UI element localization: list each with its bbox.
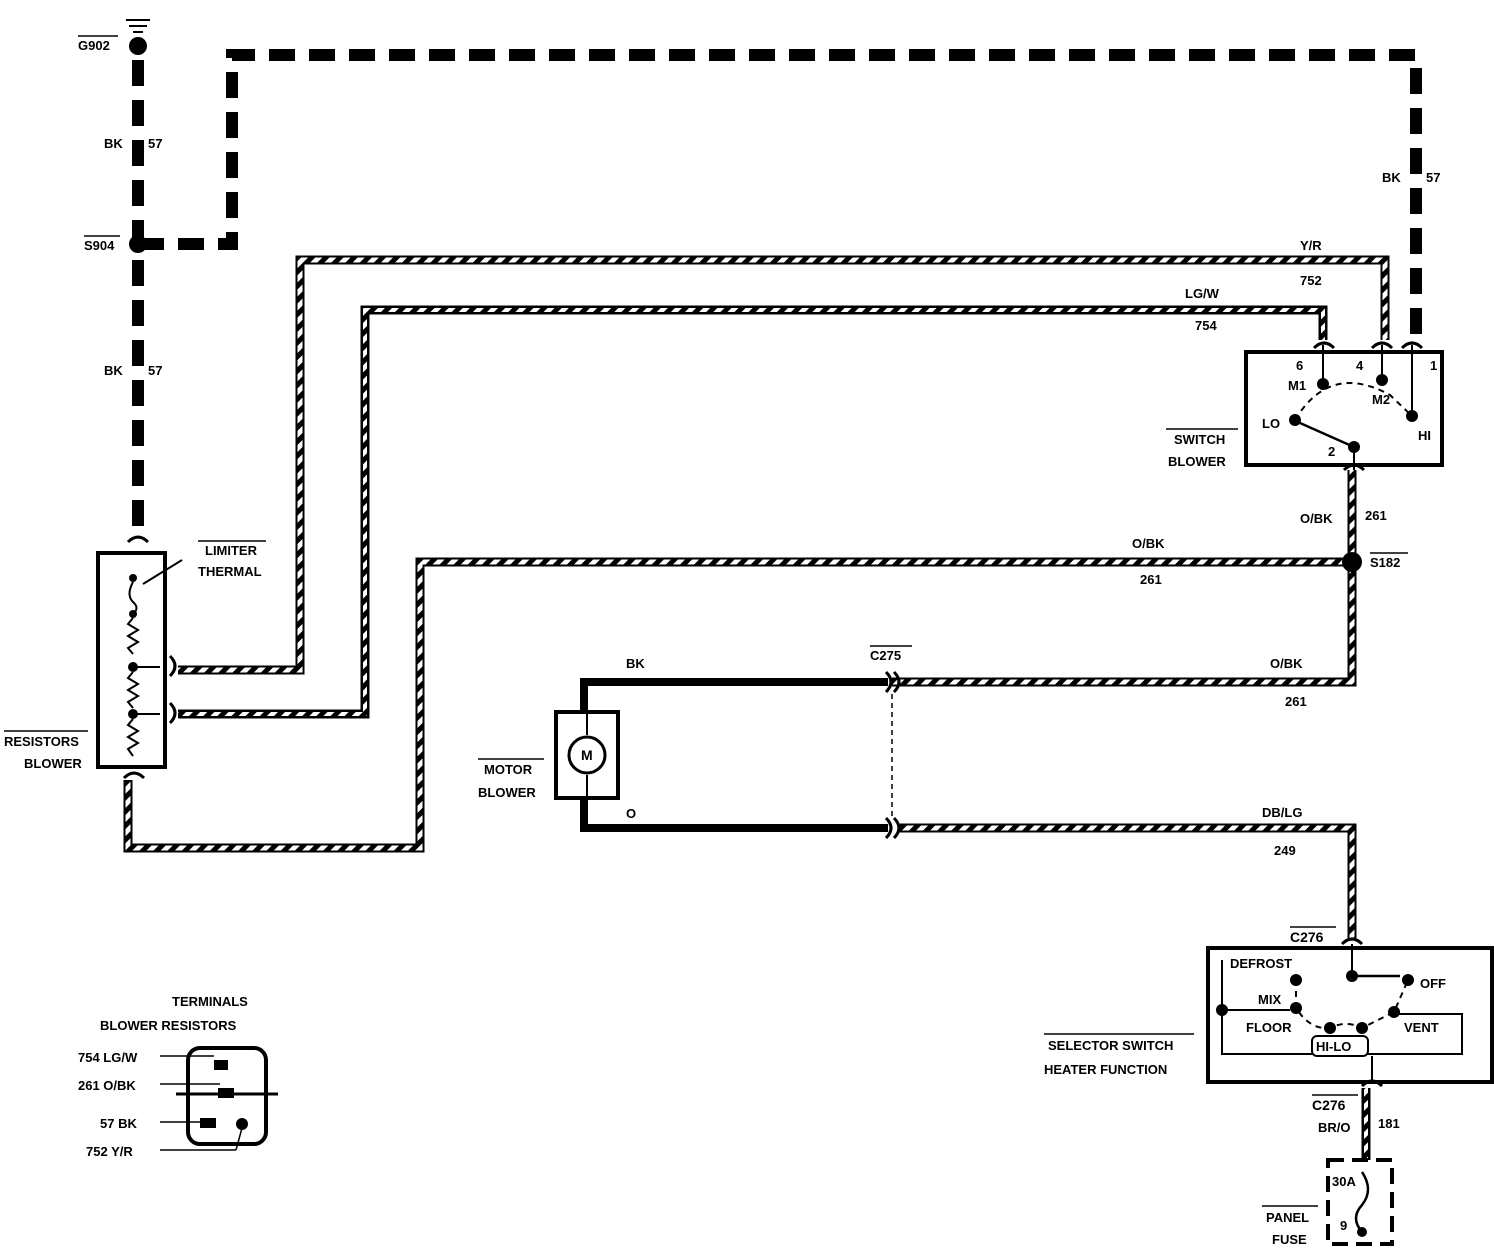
splice-s904 bbox=[129, 235, 147, 253]
wire-motor-ground bbox=[580, 678, 888, 712]
blower-switch-label-2: SWITCH bbox=[1174, 432, 1225, 447]
heater-switch-label-1: HEATER FUNCTION bbox=[1044, 1062, 1167, 1077]
splice-s182-label: S182 bbox=[1370, 555, 1400, 570]
connector-c275-label: C275 bbox=[870, 648, 901, 663]
connector-c276-bottom-label: C276 bbox=[1312, 1097, 1346, 1113]
splice-dot bbox=[129, 37, 147, 55]
terminals-inset bbox=[160, 1046, 278, 1151]
blower-switch bbox=[1244, 341, 1444, 472]
wire-57-right-label: 57 BK bbox=[1382, 170, 1440, 185]
svg-text:HI-LO: HI-LO bbox=[1316, 1039, 1351, 1054]
svg-text:249: 249 bbox=[1274, 843, 1296, 858]
svg-text:O/BK: O/BK bbox=[1300, 511, 1333, 526]
fuse-rating: 30A bbox=[1332, 1174, 1356, 1189]
blower-resistors-label-2: RESISTORS bbox=[4, 734, 79, 749]
wire-754 bbox=[178, 305, 1328, 719]
svg-text:LO: LO bbox=[1262, 416, 1280, 431]
svg-text:Y/R: Y/R bbox=[1300, 238, 1322, 253]
svg-text:752: 752 bbox=[1300, 273, 1322, 288]
wire-752-label: Y/R 752 bbox=[1300, 238, 1322, 288]
svg-text:M: M bbox=[581, 747, 593, 763]
wire-261-switch-label: 261 O/BK bbox=[1300, 508, 1387, 526]
svg-text:261: 261 bbox=[1140, 572, 1162, 587]
svg-text:M2: M2 bbox=[1372, 392, 1390, 407]
wire-181-label: 181 BR/O bbox=[1318, 1116, 1400, 1135]
svg-text:DEFROST: DEFROST bbox=[1230, 956, 1292, 971]
svg-text:752 Y/R: 752 Y/R bbox=[86, 1144, 133, 1159]
blower-motor-label-2: MOTOR bbox=[484, 762, 533, 777]
ground-g902-label: G902 bbox=[78, 38, 110, 53]
wire-249-label: DB/LG 249 bbox=[1262, 805, 1302, 858]
svg-text:LG/W: LG/W bbox=[1185, 286, 1220, 301]
heater-function-switch bbox=[1206, 937, 1494, 1088]
fuse-number: 9 bbox=[1340, 1218, 1347, 1233]
splice-s904-label: S904 bbox=[84, 238, 115, 253]
heater-switch-label-2: SELECTOR SWITCH bbox=[1048, 1038, 1173, 1053]
svg-text:VENT: VENT bbox=[1404, 1020, 1439, 1035]
svg-text:BK: BK bbox=[104, 136, 123, 151]
fuse-panel-label-1: FUSE bbox=[1272, 1232, 1307, 1247]
ground-wiring bbox=[132, 49, 1422, 540]
heater-switch-positions: DEFROST OFF MIX FLOOR VENT HI-LO bbox=[1230, 956, 1446, 1054]
svg-text:DB/LG: DB/LG bbox=[1262, 805, 1302, 820]
blower-switch-label-1: BLOWER bbox=[1168, 454, 1226, 469]
svg-text:M1: M1 bbox=[1288, 378, 1306, 393]
svg-text:1: 1 bbox=[1430, 358, 1437, 373]
wire-motor-feed-label: O bbox=[626, 806, 636, 821]
svg-text:O/BK: O/BK bbox=[1132, 536, 1165, 551]
blower-motor: M bbox=[554, 710, 620, 800]
svg-text:261 O/BK: 261 O/BK bbox=[78, 1078, 136, 1093]
terminals-title-2: TERMINALS bbox=[172, 994, 248, 1009]
blower-motor-label-1: BLOWER bbox=[478, 785, 536, 800]
svg-text:BR/O: BR/O bbox=[1318, 1120, 1351, 1135]
splice-s182 bbox=[1342, 552, 1362, 572]
svg-text:OFF: OFF bbox=[1420, 976, 1446, 991]
wire-motor-feed bbox=[580, 798, 888, 832]
svg-text:FLOOR: FLOOR bbox=[1246, 1020, 1292, 1035]
svg-text:6: 6 bbox=[1296, 358, 1303, 373]
svg-text:754 LG/W: 754 LG/W bbox=[78, 1050, 138, 1065]
svg-text:57: 57 bbox=[148, 136, 162, 151]
svg-text:MIX: MIX bbox=[1258, 992, 1281, 1007]
svg-text:BK: BK bbox=[104, 363, 123, 378]
svg-text:2: 2 bbox=[1328, 444, 1335, 459]
connector-c276-top-label: C276 bbox=[1290, 929, 1324, 945]
wire-261 bbox=[123, 557, 1352, 853]
blower-resistors bbox=[96, 535, 177, 780]
fuse-panel-label-2: PANEL bbox=[1266, 1210, 1309, 1225]
thermal-limiter-pointer bbox=[142, 559, 183, 585]
wire-261-switch bbox=[892, 470, 1357, 687]
svg-text:HI: HI bbox=[1418, 428, 1431, 443]
motor-icon bbox=[567, 735, 607, 775]
wire-57-left-top-label: 57 BK bbox=[104, 136, 162, 151]
svg-text:4: 4 bbox=[1356, 358, 1364, 373]
connector-c275 bbox=[884, 670, 901, 840]
wire-754-label: LG/W 754 bbox=[1185, 286, 1220, 333]
svg-text:O/BK: O/BK bbox=[1270, 656, 1303, 671]
thermal-limiter-label-2: LIMITER bbox=[205, 543, 258, 558]
thermal-limiter-label-1: THERMAL bbox=[198, 564, 262, 579]
svg-text:754: 754 bbox=[1195, 318, 1217, 333]
wire-261-motor-label: O/BK 261 bbox=[1270, 656, 1307, 709]
svg-text:57 BK: 57 BK bbox=[100, 1116, 137, 1131]
svg-text:261: 261 bbox=[1365, 508, 1387, 523]
svg-text:57: 57 bbox=[1426, 170, 1440, 185]
wire-57-top-loop bbox=[138, 49, 1422, 345]
wire-261-horizontal-label: O/BK 261 bbox=[1132, 536, 1165, 587]
blower-resistors-label-1: BLOWER bbox=[24, 756, 82, 771]
wire-motor-ground-label: BK bbox=[626, 656, 645, 671]
svg-text:57: 57 bbox=[148, 363, 162, 378]
terminals-labels: 754 LG/W 261 O/BK 57 BK 752 Y/R bbox=[78, 1050, 138, 1159]
svg-text:181: 181 bbox=[1378, 1116, 1400, 1131]
terminals-title-1: BLOWER RESISTORS bbox=[100, 1018, 237, 1033]
wire-57-left-mid-label: 57 BK bbox=[104, 363, 162, 378]
svg-text:261: 261 bbox=[1285, 694, 1307, 709]
svg-text:BK: BK bbox=[1382, 170, 1401, 185]
blower-switch-pins: 6 4 1 2 M1 M2 LO HI bbox=[1262, 358, 1437, 459]
fuse-panel bbox=[1326, 1158, 1394, 1246]
ground-g902 bbox=[126, 19, 150, 55]
